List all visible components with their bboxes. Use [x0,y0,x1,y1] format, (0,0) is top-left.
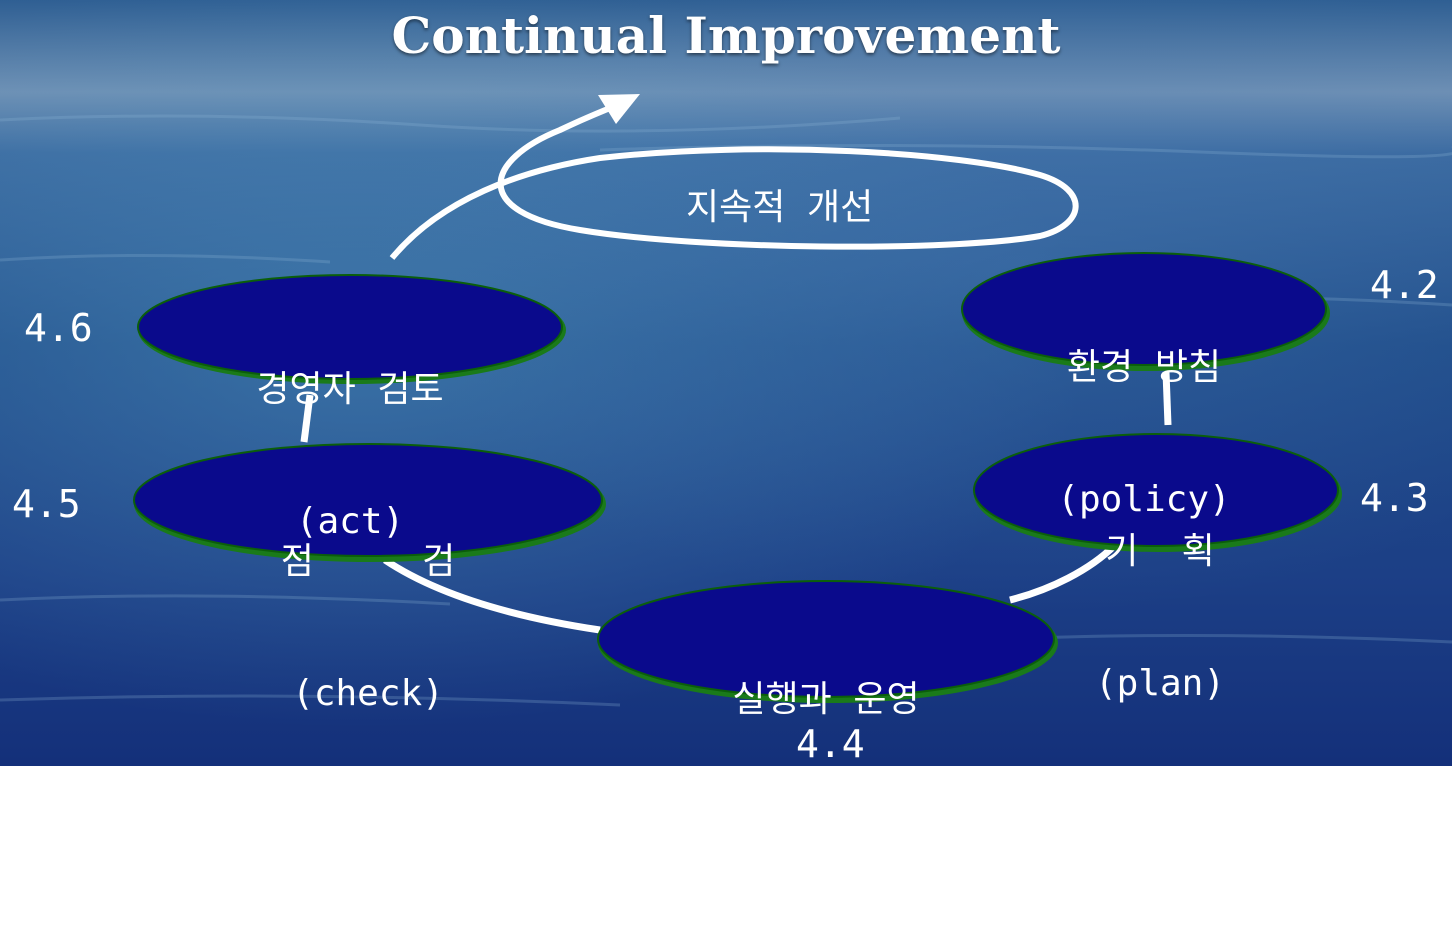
connector-policy-plan [1162,371,1172,426]
diagram-canvas [0,0,1452,766]
node-plan-subtitle: (plan) [1094,663,1226,704]
node-do-subtitle: (do) [782,811,870,852]
node-act-subtitle: (act) [295,501,405,542]
node-plan-number: 4.3 [1360,476,1429,520]
node-check-shape [133,443,606,562]
node-act-number: 4.6 [24,306,93,350]
node-check-number: 4.5 [12,482,81,526]
improvement-loop-arrowhead [598,94,640,124]
node-act-shape [137,274,566,384]
connector-plan-do [1009,542,1118,604]
slide: Continual Improvement 지속적 개선 경영자 검토 (act… [0,0,1452,766]
connector-check-act [300,394,314,443]
node-policy-shape [961,252,1330,371]
node-policy-subtitle: (policy) [1057,479,1231,520]
node-check-subtitle: (check) [292,673,444,714]
improvement-loop-arrow [389,101,1079,260]
node-plan-shape [973,433,1342,552]
node-policy: 환경 방침 (policy) [984,258,1304,610]
node-act-title: 경영자 검토 [256,369,444,410]
node-policy-number: 4.2 [1370,263,1439,307]
node-do-number: 4.4 [796,722,865,766]
node-act: 경영자 검토 (act) [160,280,540,632]
node-do-shape [597,580,1058,703]
node-policy-title: 환경 방침 [1066,347,1222,388]
node-check-title: 점 검 [280,541,456,582]
node-check: 점 검 (check) [168,452,568,804]
node-do: 실행과 운영 (do) [626,590,1026,942]
node-do-title: 실행과 운영 [732,679,920,720]
connector-do-check [383,557,601,634]
page-title: Continual Improvement [391,6,1061,65]
improvement-loop-label: 지속적 개선 [686,187,874,228]
node-plan: 기 획 (plan) [1000,442,1320,794]
node-plan-title: 기 획 [1105,531,1215,572]
